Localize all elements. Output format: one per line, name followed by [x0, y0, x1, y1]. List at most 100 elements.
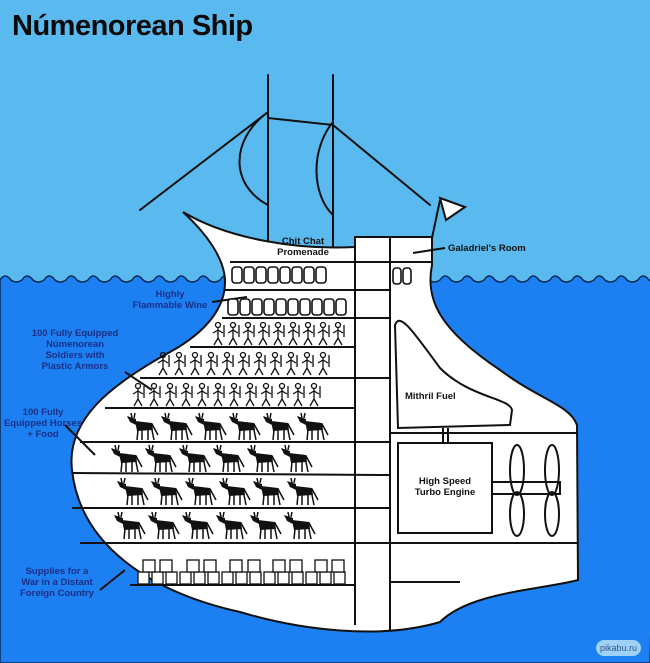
- horse-figure: [250, 515, 276, 530]
- propeller-blade: [544, 444, 560, 496]
- wine-barrel: [231, 266, 243, 284]
- supply-box: [193, 571, 206, 585]
- wine-barrel: [275, 298, 287, 316]
- wine-barrel: [299, 298, 311, 316]
- wine-barrel: [243, 266, 255, 284]
- soldier-figure: [276, 382, 289, 407]
- horse-figure: [117, 481, 143, 496]
- supply-box: [235, 571, 248, 585]
- horse-figure: [297, 416, 323, 431]
- supply-box: [165, 571, 178, 585]
- supply-box: [333, 571, 346, 585]
- wine-barrel: [311, 298, 323, 316]
- wine-barrel: [323, 298, 335, 316]
- horse-figure: [213, 448, 239, 463]
- wine-barrel: [291, 266, 303, 284]
- propeller-blade: [509, 491, 525, 537]
- supply-box: [331, 559, 345, 573]
- soldier-figure: [237, 351, 250, 376]
- supply-box: [277, 571, 290, 585]
- wine-barrel: [263, 298, 275, 316]
- label-supplies: Supplies for a War in a Distant Foreign …: [20, 566, 94, 599]
- soldier-figure: [272, 321, 285, 346]
- front-sail: [238, 111, 269, 206]
- soldier-figure: [180, 382, 193, 407]
- wine-barrel: [239, 298, 251, 316]
- horse-figure: [111, 448, 137, 463]
- soldier-figure: [212, 382, 225, 407]
- supply-box: [319, 571, 332, 585]
- wine-barrel: [227, 298, 239, 316]
- wine-barrel: [267, 266, 279, 284]
- soldier-figure: [212, 321, 225, 346]
- soldier-figure: [317, 351, 330, 376]
- label-horses: 100 Fully Equipped Horses + Food: [3, 407, 83, 440]
- label-chit-chat-promenade: Chit Chat Promenade: [277, 236, 329, 258]
- propeller-blade: [544, 491, 560, 537]
- supply-box: [221, 571, 234, 585]
- soldier-figure: [164, 382, 177, 407]
- supply-box: [291, 571, 304, 585]
- supply-box: [263, 571, 276, 585]
- horse-figure: [151, 481, 177, 496]
- horse-figure: [179, 448, 205, 463]
- horse-figure: [148, 515, 174, 530]
- rigging-line: [267, 117, 334, 126]
- horse-figure: [216, 515, 242, 530]
- soldier-figure: [227, 321, 240, 346]
- soldier-figure: [287, 321, 300, 346]
- wine-barrel: [335, 298, 347, 316]
- rigging-line: [139, 111, 269, 211]
- watermark: pikabu.ru: [596, 640, 641, 656]
- label-soldiers: 100 Fully Equipped Númenorean Soldiers w…: [31, 328, 119, 372]
- soldier-figure: [173, 351, 186, 376]
- wine-barrel: [287, 298, 299, 316]
- propeller-blade: [509, 444, 525, 496]
- soldier-figure: [317, 321, 330, 346]
- soldier-figure: [292, 382, 305, 407]
- horse-figure: [281, 448, 307, 463]
- supply-box: [203, 559, 217, 573]
- flag-pole: [431, 199, 441, 239]
- horse-figure: [145, 448, 171, 463]
- horse-figure: [287, 481, 313, 496]
- soldier-figure: [285, 351, 298, 376]
- supply-box: [151, 571, 164, 585]
- soldier-figure: [228, 382, 241, 407]
- soldier-figure: [302, 321, 315, 346]
- soldier-figure: [196, 382, 209, 407]
- supply-box: [249, 571, 262, 585]
- soldier-figure: [332, 321, 345, 346]
- page-title: Númenorean Ship: [12, 10, 253, 42]
- supply-box: [247, 559, 261, 573]
- supply-box: [186, 559, 200, 573]
- wine-barrel: [392, 267, 402, 285]
- soldier-figure: [269, 351, 282, 376]
- soldier-figure: [253, 351, 266, 376]
- supply-box: [207, 571, 220, 585]
- propeller-shaft: [491, 481, 561, 495]
- label-galadriels-room: Galadriel's Room: [448, 243, 526, 254]
- soldier-figure: [308, 382, 321, 407]
- horse-figure: [114, 515, 140, 530]
- soldier-figure: [257, 321, 270, 346]
- soldier-figure: [132, 382, 145, 407]
- horse-figure: [284, 515, 310, 530]
- supply-box: [179, 571, 192, 585]
- soldier-figure: [205, 351, 218, 376]
- decks: [64, 196, 578, 630]
- horse-figure: [229, 416, 255, 431]
- rigging-line: [332, 124, 431, 206]
- label-flammable-wine: Highly Flammable Wine: [132, 289, 208, 311]
- soldier-figure: [301, 351, 314, 376]
- flag: [438, 196, 468, 222]
- horse-figure: [161, 416, 187, 431]
- wine-barrel: [279, 266, 291, 284]
- mithril-fuel-tank: [393, 319, 514, 430]
- supply-box: [159, 559, 173, 573]
- supply-box: [229, 559, 243, 573]
- wine-barrel: [251, 298, 263, 316]
- supply-box: [289, 559, 303, 573]
